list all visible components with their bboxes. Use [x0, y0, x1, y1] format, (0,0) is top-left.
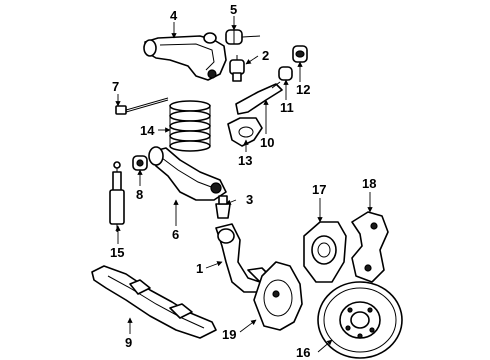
callout-19: 19	[222, 327, 236, 342]
lower-control-arm	[148, 146, 227, 201]
callout-2: 2	[262, 48, 269, 63]
brake-caliper	[303, 221, 347, 283]
callout-16: 16	[296, 345, 310, 360]
splash-shield	[253, 261, 303, 331]
bushing-8	[132, 155, 148, 171]
upper-ball-joint	[229, 55, 245, 82]
callout-13: 13	[238, 153, 252, 168]
brake-rotor	[317, 281, 403, 359]
callout-8: 8	[136, 187, 143, 202]
callout-14: 14	[140, 123, 155, 138]
bolt-7	[115, 97, 169, 115]
coil-spring	[169, 100, 211, 152]
bushing-5	[225, 29, 243, 45]
caliper-bracket	[351, 211, 389, 283]
callout-17: 17	[312, 182, 326, 197]
crossmember	[91, 265, 217, 339]
lower-ball-joint	[215, 195, 231, 219]
shock-absorber	[109, 161, 125, 232]
bushing-12	[278, 45, 308, 81]
callout-3: 3	[246, 192, 253, 207]
callout-9: 9	[125, 335, 132, 350]
callout-6: 6	[172, 227, 179, 242]
callout-4: 4	[170, 8, 178, 23]
callout-7: 7	[112, 79, 119, 94]
callout-15: 15	[110, 245, 124, 260]
strut-rod-assembly	[227, 81, 283, 147]
callout-11: 11	[280, 100, 294, 115]
callout-12: 12	[296, 82, 310, 97]
callout-labels: 4 5 2 12 11 10 13 7 14 8 3 6 15 1 9 19 1…	[110, 2, 376, 360]
leader-lines	[115, 16, 373, 353]
callout-18: 18	[362, 176, 376, 191]
callout-1: 1	[196, 261, 203, 276]
callout-5: 5	[230, 2, 237, 17]
callout-10: 10	[260, 135, 274, 150]
